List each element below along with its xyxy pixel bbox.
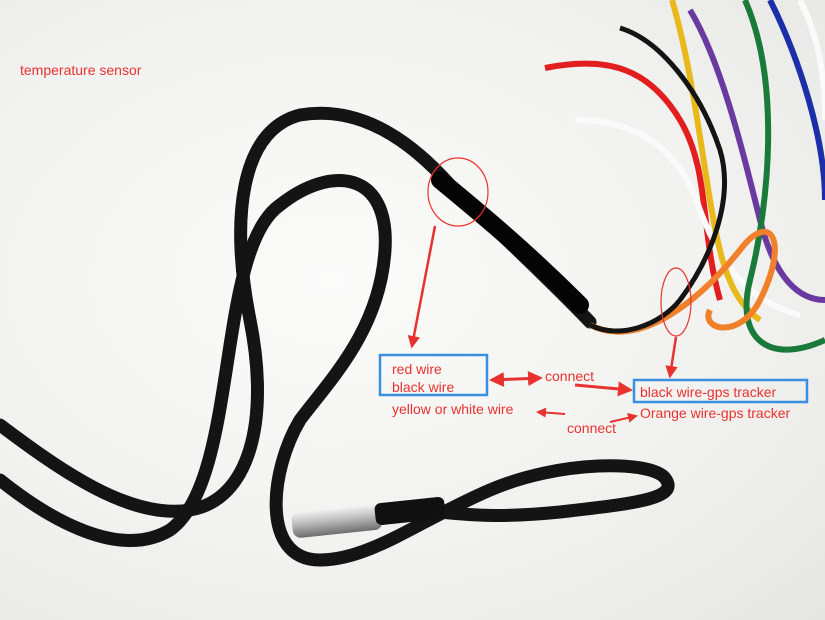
highlight-circle-wires xyxy=(660,267,692,337)
wire-yellow xyxy=(669,0,762,323)
label-black-gps: black wire-gps tracker xyxy=(640,384,777,400)
arrow-connect-top xyxy=(489,371,543,387)
photo-title: temperature sensor xyxy=(20,62,142,78)
label-red-wire: red wire xyxy=(392,361,442,377)
wire-blue xyxy=(767,0,825,201)
sensor-cable xyxy=(0,106,597,518)
label-yellow-white-wire: yellow or white wire xyxy=(392,401,514,417)
arrow-down-sensor xyxy=(407,225,437,349)
label-connect-bottom: connect xyxy=(567,420,617,436)
arrow-connect-top-right xyxy=(574,381,633,397)
wire-green xyxy=(742,0,825,353)
label-box-gps-wires xyxy=(632,378,809,404)
label-connect-top: connect xyxy=(545,368,595,384)
metal-probe xyxy=(291,504,383,538)
probe-sleeve xyxy=(374,496,446,526)
wire-black xyxy=(588,25,727,334)
heat-shrink xyxy=(431,171,589,314)
wire-white-2 xyxy=(797,0,825,121)
highlight-circle-cable xyxy=(427,157,489,227)
label-orange-gps: Orange wire-gps tracker xyxy=(640,405,791,421)
arrow-connect-bottom-right xyxy=(609,412,638,423)
label-black-wire: black wire xyxy=(392,379,455,395)
label-box-sensor-wires xyxy=(378,353,489,397)
arrow-connect-bottom-left xyxy=(536,407,566,418)
sensor-cable-loop xyxy=(0,174,675,567)
wire-red xyxy=(544,60,723,301)
wire-white xyxy=(574,117,801,318)
wire-purple xyxy=(687,8,825,303)
arrow-down-gps xyxy=(665,336,678,379)
